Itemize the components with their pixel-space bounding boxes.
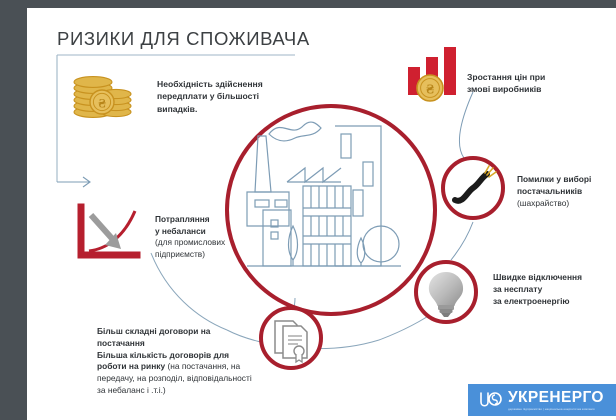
factory-city-line-art — [246, 121, 401, 267]
logo-text-block: УКРЕНЕРГО державне підприємство | націон… — [508, 388, 604, 411]
svg-text:₴: ₴ — [426, 83, 434, 98]
page-title: РИЗИКИ ДЛЯ СПОЖИВАЧА — [57, 28, 310, 49]
rising-bars-coin-icon: ₴ — [408, 47, 456, 102]
contract-documents-seal-icon — [274, 320, 308, 364]
item-supplier-fraud-text: Помилки у виборі постачальників (шахрайс… — [517, 174, 592, 208]
svg-text:₴: ₴ — [98, 96, 106, 111]
item-prepayment-text: Необхідність здійснення передплати у біл… — [157, 79, 263, 114]
item-contracts-text: Більш складні договори на постачання Біл… — [97, 326, 337, 397]
ukrenergo-swirl-icon — [480, 392, 502, 407]
declining-chart-arrow-icon — [77, 203, 141, 259]
center-circle-ring — [225, 104, 437, 316]
item-price-growth-text: Зростання цін при змові виробників — [467, 72, 546, 95]
logo-name: УКРЕНЕРГО — [508, 388, 604, 406]
cut-power-cord-icon — [452, 165, 497, 204]
light-bulb-icon — [428, 272, 464, 317]
item-disconnection-text: Швидке відключення за несплату за електр… — [493, 272, 582, 306]
infographic-page: РИЗИКИ ДЛЯ СПОЖИВАЧА — [27, 8, 616, 420]
logo-subtitle: державне підприємство | національна енер… — [508, 406, 595, 411]
contracts-mixed-line: роботи на ринку (на постачання, на — [97, 361, 241, 372]
ukrenergo-logo: УКРЕНЕРГО державне підприємство | націон… — [468, 384, 616, 416]
coin-stack-hryvnia-icon: ₴ — [73, 76, 132, 118]
item-imbalance-text: Потрапляння у небаланси (для промислових… — [155, 214, 226, 259]
